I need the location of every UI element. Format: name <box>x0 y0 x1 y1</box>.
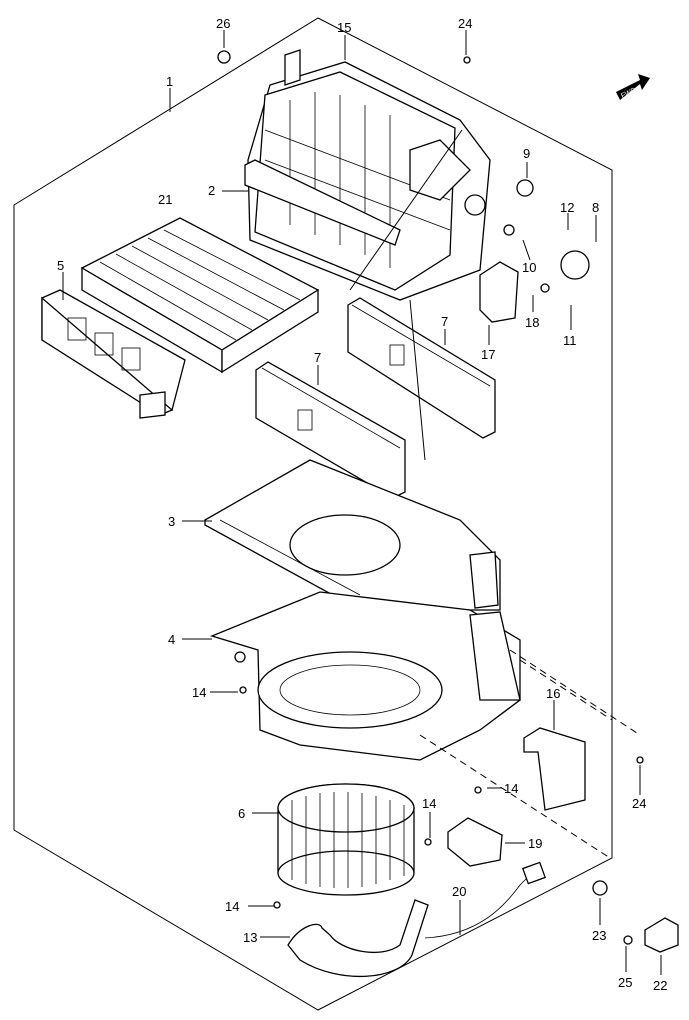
callout-14d: 14 <box>225 899 239 914</box>
callout-8: 8 <box>592 200 599 215</box>
callout-5: 5 <box>57 258 64 273</box>
connector <box>644 917 679 953</box>
lower-case-tray <box>204 459 501 611</box>
callout-3: 3 <box>168 514 175 529</box>
callout-24a: 24 <box>458 16 472 31</box>
door-plate-upper <box>347 297 496 439</box>
callout-11: 11 <box>563 333 577 348</box>
screw-icons <box>217 50 644 945</box>
callout-4: 4 <box>168 632 175 647</box>
callout-16: 16 <box>546 686 560 701</box>
drain-hose <box>287 899 429 977</box>
blower-fan <box>277 783 415 896</box>
callout-7a: 7 <box>441 314 448 329</box>
actuator <box>479 261 519 323</box>
callout-14c: 14 <box>504 781 518 796</box>
callout-22: 22 <box>653 978 667 993</box>
assembly-outline <box>13 17 613 1011</box>
fwd-arrow-icon: FWD <box>616 74 650 100</box>
callout-2: 2 <box>208 183 215 198</box>
callout-12: 12 <box>560 200 574 215</box>
door-plate-lower <box>255 361 406 499</box>
callout-25: 25 <box>618 975 632 990</box>
callout-10: 10 <box>522 260 536 275</box>
callout-7b: 7 <box>314 350 321 365</box>
callout-17: 17 <box>481 347 495 362</box>
callout-13: 13 <box>243 930 257 945</box>
callout-23: 23 <box>592 928 606 943</box>
upper-housing-case <box>244 49 491 301</box>
callout-1: 1 <box>166 74 173 89</box>
assembly-guide-lines <box>349 129 641 859</box>
callout-14b: 14 <box>422 796 436 811</box>
callout-20: 20 <box>452 884 466 899</box>
leader-lines <box>62 30 662 975</box>
callout-21: 21 <box>158 192 172 207</box>
callout-9: 9 <box>523 146 530 161</box>
bracket <box>523 727 586 811</box>
callout-19: 19 <box>528 836 542 851</box>
air-filter <box>80 217 320 374</box>
callout-6: 6 <box>238 806 245 821</box>
callout-24b: 24 <box>632 796 646 811</box>
wire-harness <box>424 861 547 939</box>
filter-frame <box>41 289 186 419</box>
callout-14a: 14 <box>192 685 206 700</box>
callout-26: 26 <box>216 16 230 31</box>
blower-case <box>210 591 521 761</box>
resistor <box>447 817 503 867</box>
callout-15: 15 <box>337 20 351 35</box>
callouts: 1 2 3 4 5 6 7 7 8 9 10 11 12 13 14 14 14… <box>57 16 667 993</box>
callout-18: 18 <box>525 315 539 330</box>
